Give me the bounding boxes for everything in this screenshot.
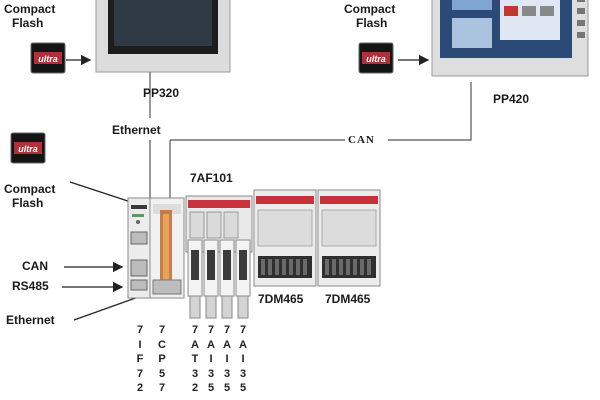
part-char: I — [138, 338, 142, 351]
label-line: Flash — [12, 16, 44, 30]
controller-cpu-module — [149, 197, 185, 299]
dm465-label-b: 7DM465 — [325, 292, 371, 306]
part-char: 7 — [223, 324, 231, 336]
label-line: Flash — [12, 196, 44, 210]
part-char: F — [136, 353, 144, 365]
pp320-label: PP320 — [143, 86, 180, 100]
part-char: 2 — [136, 382, 144, 394]
part-char: 5 — [158, 367, 166, 380]
part-char: 3 — [207, 367, 215, 380]
svg-text:ultra: ultra — [366, 54, 386, 64]
part-char: 7 — [136, 367, 144, 380]
part-char: T — [191, 353, 199, 365]
part-char: 7 — [207, 324, 215, 336]
label-line: Compact — [344, 2, 396, 16]
dm465-label-a: 7DM465 — [258, 292, 304, 306]
pp320-panel — [95, 0, 231, 73]
part-char: 3 — [239, 367, 247, 380]
part-char: 5 — [207, 382, 215, 394]
part-char: 7 — [158, 324, 166, 336]
part-char: 7 — [136, 324, 144, 336]
label-line: Compact — [4, 2, 56, 16]
part-char: C — [158, 338, 166, 351]
part-char: A — [191, 338, 199, 351]
part-char: 2 — [191, 382, 199, 394]
ethernet-label-top: Ethernet — [112, 123, 161, 137]
part-char: A — [239, 338, 247, 351]
af101-label: 7AF101 — [190, 171, 233, 185]
compact-flash-label-top-left: Compact Flash — [4, 2, 64, 30]
can-port-label: CAN — [22, 259, 48, 273]
part-char: I — [209, 353, 213, 365]
dm465-module-b — [317, 189, 381, 287]
part-char: 7 — [158, 382, 166, 394]
compact-flash-card-icon: ultra — [10, 132, 46, 164]
dm465-module-a — [253, 189, 317, 287]
part-char: I — [241, 353, 245, 365]
compact-flash-label-top-right: Compact Flash — [344, 2, 395, 30]
compact-flash-card-icon: ultra — [30, 42, 66, 74]
svg-text:ultra: ultra — [18, 144, 38, 154]
part-char: P — [158, 353, 166, 365]
ethernet-port-label: Ethernet — [6, 313, 55, 327]
part-char: I — [225, 353, 229, 365]
can-bus-label: CAN — [348, 134, 375, 146]
pp420-label: PP420 — [493, 92, 530, 106]
compact-flash-card-icon: ultra — [358, 42, 394, 74]
part-char: A — [223, 338, 231, 351]
label-line: Compact — [4, 182, 56, 196]
pp420-panel — [431, 0, 589, 77]
connection-lines — [149, 72, 472, 198]
part-char: 3 — [191, 367, 199, 380]
part-char: 5 — [239, 382, 247, 394]
part-char: A — [207, 338, 215, 351]
compact-flash-label-left: Compact Flash — [4, 182, 55, 210]
controller-interface-module — [127, 197, 151, 299]
rs485-port-label: RS485 — [12, 279, 49, 293]
part-char: 5 — [223, 382, 231, 394]
io-slice-modules — [187, 239, 251, 319]
part-char: 3 — [223, 367, 231, 380]
part-char: 7 — [239, 324, 247, 336]
svg-text:ultra: ultra — [38, 54, 58, 64]
part-char: 7 — [191, 324, 199, 336]
label-line: Flash — [356, 16, 388, 30]
